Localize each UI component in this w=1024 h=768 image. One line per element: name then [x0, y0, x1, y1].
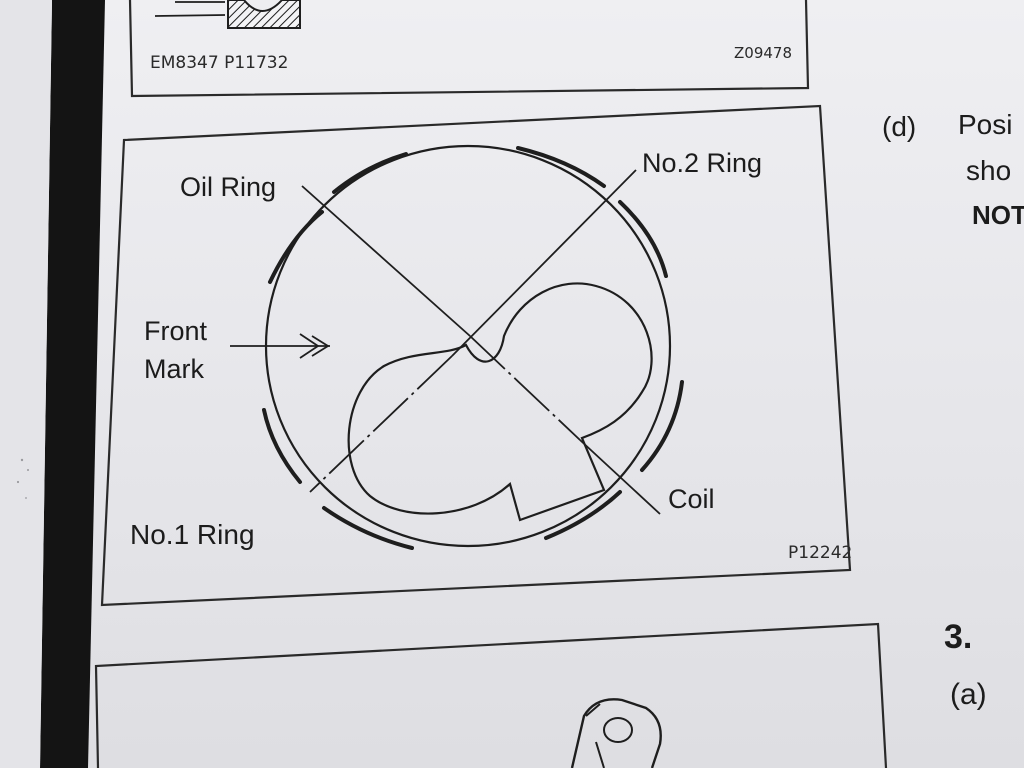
step-3-number: 3. [944, 618, 972, 656]
top-figure-leader-line [154, 14, 226, 17]
right-column-text: (d) Posi sho NOT 3. (a) [882, 109, 1024, 711]
no1-ring-label: No.1 Ring [130, 519, 255, 550]
step-d-text-line2: sho [966, 155, 1011, 186]
no2-ring-label: No.2 Ring [642, 148, 762, 178]
piston-crown-cavity [347, 282, 653, 522]
bottom-figure-frame [94, 622, 888, 768]
coil-gap-arc-upper [640, 380, 684, 472]
no2-ring-axis-line [451, 169, 637, 357]
front-mark-arrow-icon [299, 333, 330, 359]
coil-axis-line [469, 335, 581, 441]
front-mark-label-line2: Mark [144, 354, 204, 384]
page-left-edge-shadow [40, 0, 105, 768]
oil-ring-gap-arc-lower [268, 210, 324, 284]
top-figure: EM8347 P11732 Z09478 [128, 0, 810, 98]
page-left-edge-highlight [0, 0, 52, 768]
top-figure-code-right: Z09478 [734, 44, 792, 62]
paper-speckles [16, 458, 29, 499]
top-figure-frame [128, 0, 810, 98]
coil-gap-arc-lower [544, 490, 622, 540]
piston-ring-figure: Oil Ring No.2 Ring Front Mark No.1 Ring … [100, 104, 852, 607]
step-a-label: (a) [950, 678, 987, 711]
oil-ring-gap-arc-upper [332, 152, 408, 194]
bottom-figure-part-icon [570, 698, 662, 768]
hatched-part-notch [243, 0, 283, 12]
coil-leader-line [579, 439, 661, 515]
step-d-text-line1: Posi [958, 109, 1012, 140]
no2-ring-gap-arc-upper [516, 146, 606, 188]
no1-ring-axis-line [309, 355, 453, 493]
no1-ring-gap-arc-upper [262, 408, 302, 484]
bottom-figure-part-hole [603, 717, 633, 743]
top-figure-code-left: EM8347 P11732 [150, 53, 288, 73]
step-d-note: NOT [972, 200, 1024, 230]
oil-ring-label: Oil Ring [180, 172, 276, 202]
front-mark-label-line1: Front [144, 316, 208, 346]
no1-ring-gap-arc-lower [322, 506, 414, 550]
bottom-figure [94, 622, 888, 768]
piston-ring-figure-frame [100, 104, 852, 607]
oil-ring-axis-line [301, 185, 471, 337]
figure-code: P12242 [788, 543, 852, 563]
no2-ring-gap-arc-lower [618, 200, 668, 278]
step-d-label: (d) [882, 111, 916, 142]
bottom-figure-part-detail [585, 703, 605, 768]
coil-label: Coil [668, 484, 715, 514]
